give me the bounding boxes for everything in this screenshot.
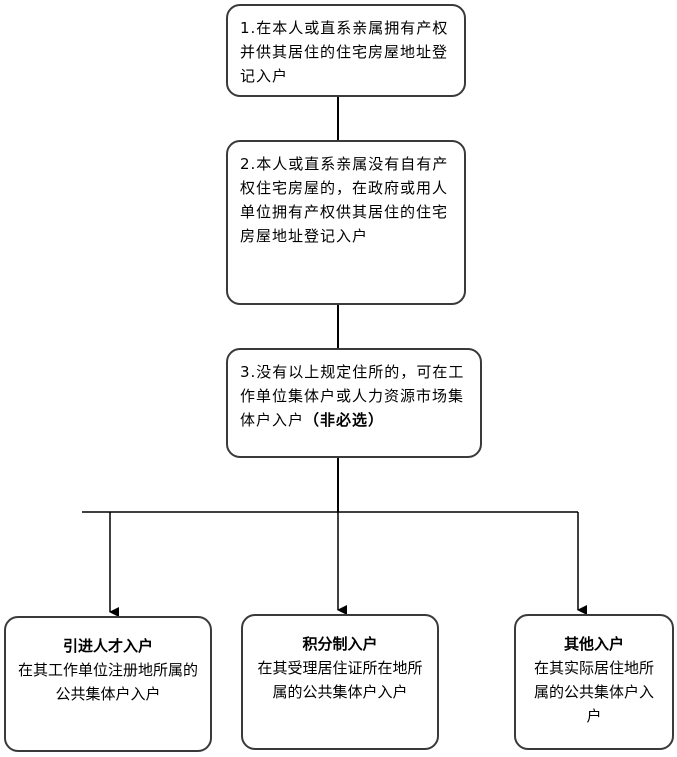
step-1-text: 1.在本人或直系亲属拥有产权并供其居住的住宅房屋地址登记入户 bbox=[240, 19, 449, 85]
category-talent-title: 引进人才入户 bbox=[62, 637, 153, 655]
category-other-title: 其他入户 bbox=[563, 635, 624, 653]
step-2-text: 2.本人或直系亲属没有自有产权住宅房屋的，在政府或用人单位拥有产权供其居住的住宅… bbox=[240, 155, 449, 245]
category-other-box: 其他入户 在其实际居住地所属的公共集体户入户 bbox=[514, 614, 674, 750]
category-talent-box: 引进人才入户 在其工作单位注册地所属的公共集体户入户 bbox=[4, 616, 212, 752]
category-other-desc: 在其实际居住地所属的公共集体户入户 bbox=[533, 659, 654, 725]
step-3-box: 3.没有以上规定住所的，可在工作单位集体户或人力资源市场集体户入户（非必选） bbox=[226, 348, 482, 458]
category-points-box: 积分制入户 在其受理居住证所在地所属的公共集体户入户 bbox=[241, 614, 439, 750]
step-2-box: 2.本人或直系亲属没有自有产权住宅房屋的，在政府或用人单位拥有产权供其居住的住宅… bbox=[226, 140, 466, 305]
category-talent-desc: 在其工作单位注册地所属的公共集体户入户 bbox=[17, 661, 198, 703]
step-1-box: 1.在本人或直系亲属拥有产权并供其居住的住宅房屋地址登记入户 bbox=[226, 4, 466, 97]
category-points-title: 积分制入户 bbox=[302, 635, 378, 653]
step-3-text: 3.没有以上规定住所的，可在工作单位集体户或人力资源市场集体户入户 bbox=[240, 363, 465, 429]
category-points-desc: 在其受理居住证所在地所属的公共集体户入户 bbox=[257, 659, 423, 701]
step-3-note: （非必选） bbox=[304, 411, 385, 429]
